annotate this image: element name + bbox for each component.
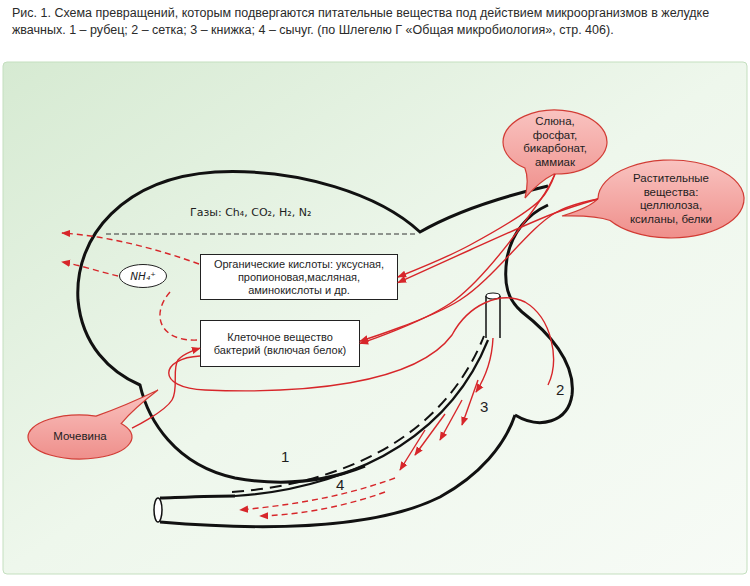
callout-outline <box>562 160 744 238</box>
passage-arrow <box>440 400 462 440</box>
esophageal-groove <box>486 296 500 338</box>
node-text: Органические кислоты: уксусная, пропионо… <box>207 258 391 297</box>
callout-number: 4 <box>336 476 344 493</box>
callout-number: 2 <box>556 381 564 398</box>
callout-outline <box>503 110 607 198</box>
gas-boundary <box>106 234 418 235</box>
callout-number: 3 <box>480 398 488 415</box>
ellipse-outline <box>120 265 167 288</box>
process-box: Клеточное вещество бактерий (включая бел… <box>200 320 360 367</box>
passage-arrow <box>415 414 445 455</box>
absorption-arrow <box>62 262 118 276</box>
process-box: Органические кислоты: уксусная, пропионо… <box>200 254 398 300</box>
node-text: Мочевина <box>53 430 107 444</box>
duodenum-opening <box>154 498 162 522</box>
gas-label: Газы: Ch₄, CO₂, H₂, N₂ <box>190 206 311 219</box>
callout-outline <box>28 390 158 459</box>
node-text: Слюна, фосфат, бикарбонат, аммиак <box>513 115 597 169</box>
recycling-line <box>160 292 198 340</box>
passage-arrow <box>260 492 385 516</box>
abomasum-wall <box>160 415 515 527</box>
background-panel <box>3 62 747 574</box>
flow-arrow <box>398 199 598 283</box>
passage-arrow <box>476 338 493 392</box>
passage-arrow <box>400 430 425 470</box>
figure-caption: Рис. 1. Схема превращений, которым подве… <box>12 5 740 39</box>
ion-ellipse: NH₄⁺ <box>119 264 167 288</box>
abomasum-wall <box>160 496 235 498</box>
callout-number: 1 <box>281 448 289 465</box>
passage-arrow <box>462 380 478 425</box>
absorption-arrow <box>62 233 199 264</box>
node-text: Клеточное вещество бактерий (включая бел… <box>207 331 353 357</box>
passage-arrow <box>240 478 395 510</box>
rumen-wall <box>78 172 548 482</box>
flow-arrow <box>132 348 200 428</box>
node-text: Растительные вещества: целлюлоза, ксилан… <box>620 172 722 226</box>
passage-line <box>169 298 554 391</box>
node-text: NH₄⁺ <box>130 270 156 282</box>
input-callout: Растительные вещества: целлюлоза, ксилан… <box>598 160 744 238</box>
input-callout: Мочевина <box>28 415 132 459</box>
input-callout: Слюна, фосфат, бикарбонат, аммиак <box>503 110 607 174</box>
